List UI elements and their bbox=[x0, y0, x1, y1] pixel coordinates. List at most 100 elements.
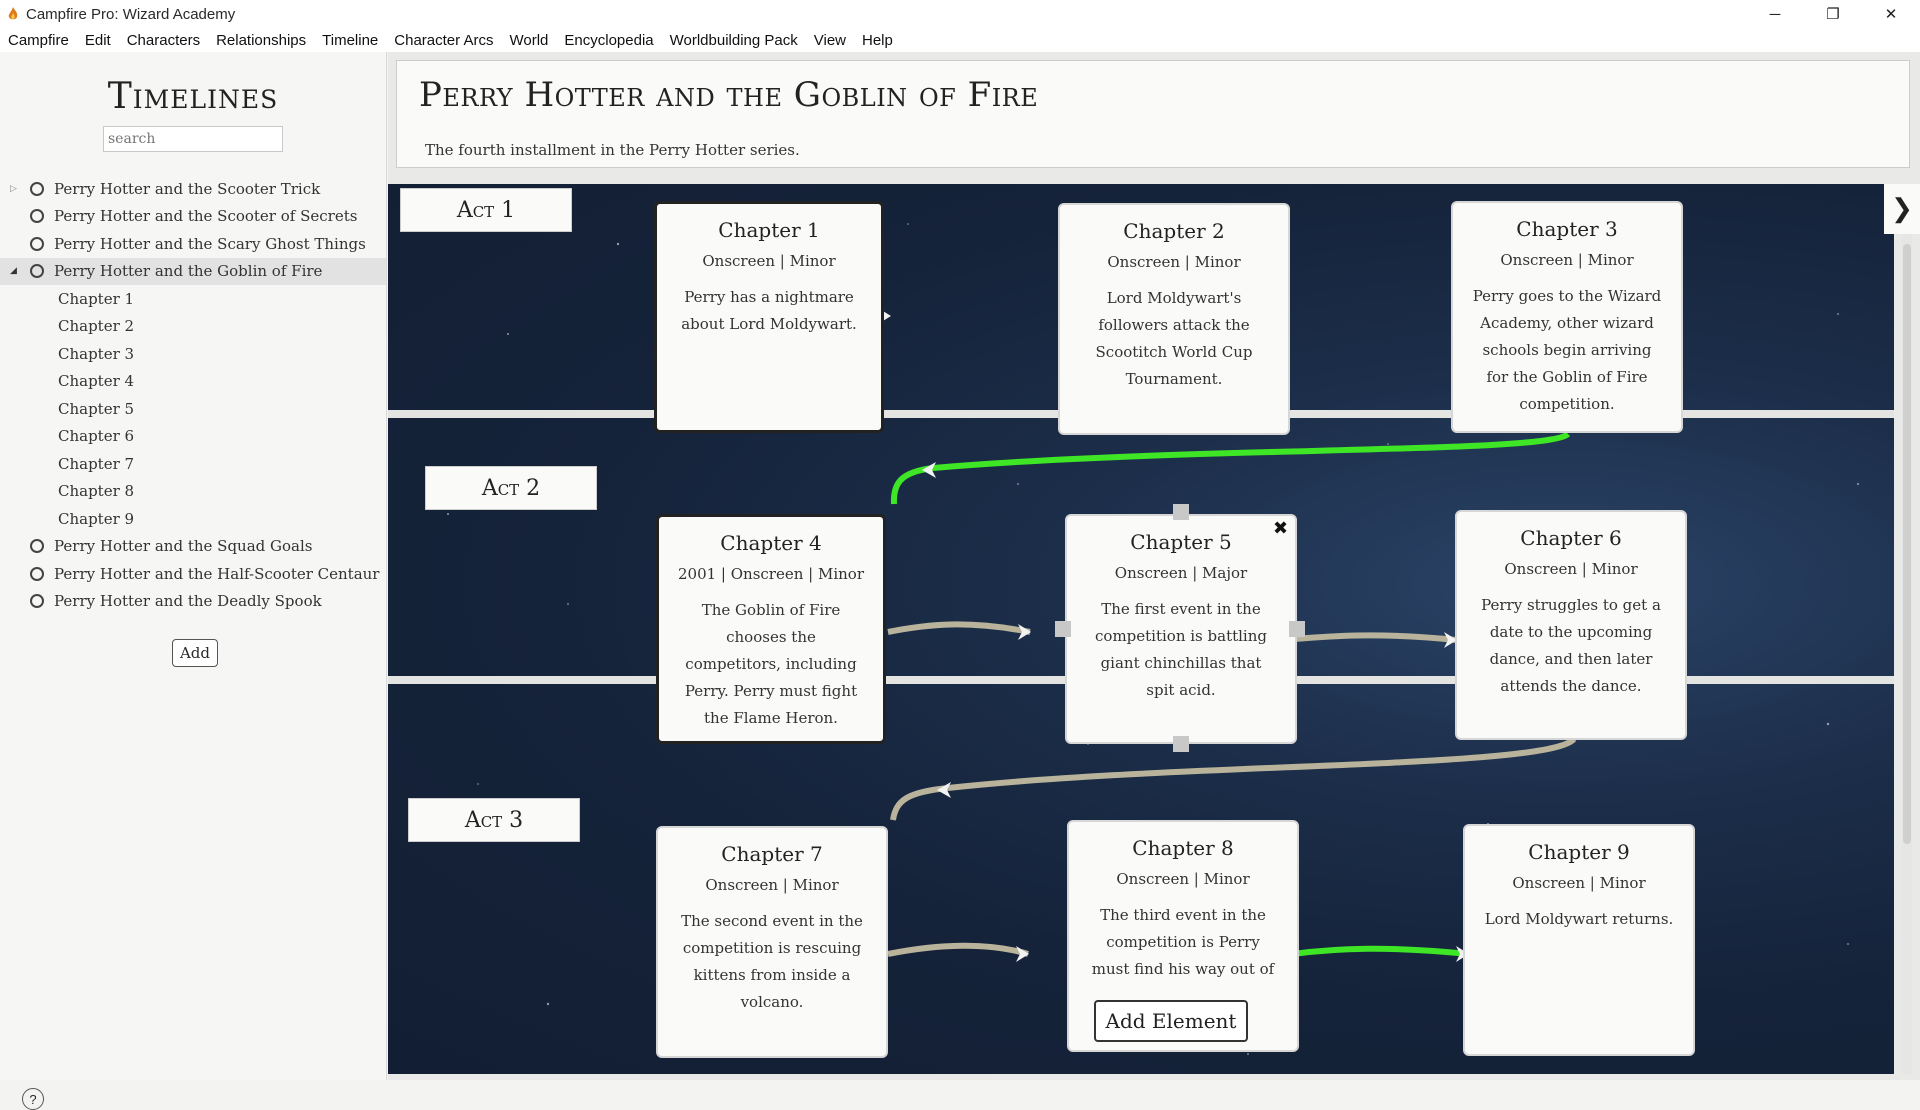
card-meta: Onscreen | Minor bbox=[1504, 560, 1638, 578]
sidebar-title: Timelines bbox=[107, 76, 279, 117]
tree-chapter-item[interactable]: Chapter 4 bbox=[58, 372, 135, 391]
menu-edit[interactable]: Edit bbox=[84, 31, 111, 49]
timeline-item[interactable]: Perry Hotter and the Squad Goals bbox=[0, 533, 386, 561]
tree-chapter-item[interactable]: Chapter 8 bbox=[58, 482, 135, 501]
timeline-label: Perry Hotter and the Squad Goals bbox=[54, 537, 313, 556]
window-title: Campfire Pro: Wizard Academy bbox=[26, 5, 236, 23]
timeline-ring-icon bbox=[30, 594, 44, 609]
menu-help[interactable]: Help bbox=[862, 31, 893, 49]
menu-encyclopedia[interactable]: Encyclopedia bbox=[564, 31, 654, 49]
card-meta: 2001 | Onscreen | Minor bbox=[677, 565, 864, 583]
menu-world[interactable]: World bbox=[509, 31, 549, 49]
card-description: Perry has a nightmare about Lord Moldywa… bbox=[681, 288, 857, 333]
expand-arrow-icon[interactable]: ▷ bbox=[10, 183, 17, 194]
card-title: Chapter 3 bbox=[1516, 217, 1618, 241]
chapter-card[interactable]: Chapter 6 Onscreen | Minor Perry struggl… bbox=[1455, 510, 1687, 740]
card-description: The Goblin of Fire chooses the competito… bbox=[684, 601, 858, 727]
card-meta: Onscreen | Major bbox=[1114, 564, 1248, 582]
card-description: Lord Moldywart returns. bbox=[1484, 910, 1674, 928]
act-label[interactable]: Act 1 bbox=[400, 188, 572, 232]
timeline-main: Perry Hotter and the Goblin of Fire The … bbox=[388, 52, 1920, 1080]
menu-characters[interactable]: Characters bbox=[126, 31, 201, 49]
card-description: Lord Moldywart's followers attack the Sc… bbox=[1095, 289, 1253, 388]
connect-handle-top[interactable] bbox=[1173, 504, 1189, 520]
close-window-button[interactable]: ✕ bbox=[1884, 6, 1898, 23]
search-input[interactable] bbox=[103, 126, 283, 152]
minimize-button[interactable]: ─ bbox=[1769, 5, 1781, 23]
timeline-tree: ▷ Perry Hotter and the Scooter Trick Perr… bbox=[0, 175, 386, 615]
card-meta: Onscreen | Minor bbox=[702, 252, 836, 270]
menu-relationships[interactable]: Relationships bbox=[216, 31, 307, 49]
card-title: Chapter 1 bbox=[718, 218, 820, 242]
timeline-canvas[interactable]: Act 1 Act 2 Act 3 Chapter 1 Onscreen | M… bbox=[388, 184, 1894, 1074]
card-description: Perry struggles to get a date to the upc… bbox=[1481, 596, 1661, 695]
act-label[interactable]: Act 3 bbox=[408, 798, 580, 842]
tree-chapter-item[interactable]: Chapter 7 bbox=[58, 454, 135, 473]
menu-timeline[interactable]: Timeline bbox=[322, 31, 379, 49]
timeline-ring-icon bbox=[30, 566, 44, 581]
help-icon[interactable]: ? bbox=[22, 1088, 44, 1110]
scrollbar-thumb[interactable] bbox=[1903, 244, 1911, 844]
card-meta: Onscreen | Minor bbox=[1512, 874, 1646, 892]
timeline-item[interactable]: Perry Hotter and the Half-Scooter Centau… bbox=[0, 560, 386, 588]
card-description: The first event in the competition is ba… bbox=[1095, 600, 1267, 699]
timeline-item[interactable]: Perry Hotter and the Scooter of Secrets bbox=[0, 203, 386, 231]
tree-chapter-item[interactable]: Chapter 6 bbox=[58, 427, 135, 446]
timelines-sidebar: Timelines ▷ Perry Hotter and the Scooter … bbox=[0, 52, 387, 1110]
delete-card-icon[interactable]: ✖ bbox=[1273, 518, 1289, 539]
menu-campfire[interactable]: Campfire bbox=[8, 31, 69, 49]
menu-view[interactable]: View bbox=[813, 31, 846, 49]
act-label[interactable]: Act 2 bbox=[425, 466, 597, 510]
tree-chapter-item[interactable]: Chapter 2 bbox=[58, 317, 135, 336]
card-meta: Onscreen | Minor bbox=[1500, 251, 1634, 269]
timeline-label: Perry Hotter and the Deadly Spook bbox=[54, 592, 322, 611]
chapter-card-selected[interactable]: Chapter 5 Onscreen | Major The first eve… bbox=[1065, 514, 1297, 744]
timeline-ring-icon bbox=[30, 264, 44, 279]
tree-chapter-item[interactable]: Chapter 3 bbox=[58, 344, 135, 363]
card-description: Perry goes to the Wizard Academy, other … bbox=[1472, 287, 1662, 413]
tree-chapter-item[interactable]: Chapter 9 bbox=[58, 509, 135, 528]
timeline-item[interactable]: Perry Hotter and the Scary Ghost Things bbox=[0, 230, 386, 258]
card-meta: Onscreen | Minor bbox=[705, 876, 839, 894]
tree-chapter-item[interactable]: Chapter 5 bbox=[58, 399, 135, 418]
chapter-card[interactable]: Chapter 9 Onscreen | Minor Lord Moldywar… bbox=[1463, 824, 1695, 1056]
connect-handle-left[interactable] bbox=[1055, 621, 1071, 637]
timeline-title[interactable]: Perry Hotter and the Goblin of Fire bbox=[419, 75, 1039, 115]
menu-worldbuilding-pack[interactable]: Worldbuilding Pack bbox=[669, 31, 798, 49]
menu-character-arcs[interactable]: Character Arcs bbox=[394, 31, 494, 49]
collapse-arrow-icon[interactable]: ◢ bbox=[10, 266, 17, 277]
chapter-card[interactable]: Chapter 4 2001 | Onscreen | Minor The Go… bbox=[656, 514, 886, 744]
tree-chapter-item[interactable]: Chapter 1 bbox=[58, 289, 135, 308]
timeline-ring-icon bbox=[30, 236, 44, 251]
chapter-card[interactable]: Chapter 2 Onscreen | Minor Lord Moldywar… bbox=[1058, 203, 1290, 435]
card-title: Chapter 5 bbox=[1130, 530, 1232, 554]
timeline-description[interactable]: The fourth installment in the Perry Hott… bbox=[425, 141, 800, 159]
timeline-label: Perry Hotter and the Half-Scooter Centau… bbox=[54, 564, 380, 583]
card-description: The third event in the competition is Pe… bbox=[1091, 906, 1275, 978]
add-element-button[interactable]: Add Element bbox=[1094, 1000, 1248, 1042]
timeline-label: Perry Hotter and the Scooter Trick bbox=[54, 179, 321, 198]
chapter-card[interactable]: Chapter 7 Onscreen | Minor The second ev… bbox=[656, 826, 888, 1058]
card-title: Chapter 4 bbox=[720, 531, 822, 555]
chapter-card[interactable]: Chapter 3 Onscreen | Minor Perry goes to… bbox=[1451, 201, 1683, 433]
card-title: Chapter 2 bbox=[1123, 219, 1225, 243]
menu-bar: Campfire Edit Characters Relationships T… bbox=[0, 28, 1920, 52]
vertical-scrollbar[interactable] bbox=[1902, 184, 1912, 1074]
card-description: The second event in the competition is r… bbox=[681, 912, 863, 1011]
chapter-card[interactable]: Chapter 1 Onscreen | Minor Perry has a n… bbox=[654, 201, 884, 433]
connect-handle-right[interactable] bbox=[1289, 621, 1305, 637]
connect-handle-bottom[interactable] bbox=[1173, 736, 1189, 752]
card-meta: Onscreen | Minor bbox=[1116, 870, 1250, 888]
timeline-item-selected[interactable]: ◢ Perry Hotter and the Goblin of Fire bbox=[0, 257, 386, 285]
timeline-header: Perry Hotter and the Goblin of Fire The … bbox=[396, 60, 1910, 168]
card-title: Chapter 9 bbox=[1528, 840, 1630, 864]
timeline-item[interactable]: ▷ Perry Hotter and the Scooter Trick bbox=[0, 175, 386, 203]
add-timeline-button[interactable]: Add bbox=[172, 639, 218, 667]
timeline-ring-icon bbox=[30, 181, 44, 196]
card-title: Chapter 7 bbox=[721, 842, 823, 866]
card-title: Chapter 8 bbox=[1132, 836, 1234, 860]
panel-toggle-chevron-icon[interactable]: ❯ bbox=[1884, 184, 1920, 234]
timeline-item[interactable]: Perry Hotter and the Deadly Spook bbox=[0, 588, 386, 616]
timeline-label: Perry Hotter and the Goblin of Fire bbox=[54, 262, 323, 281]
restore-button[interactable]: ❐ bbox=[1826, 6, 1840, 23]
